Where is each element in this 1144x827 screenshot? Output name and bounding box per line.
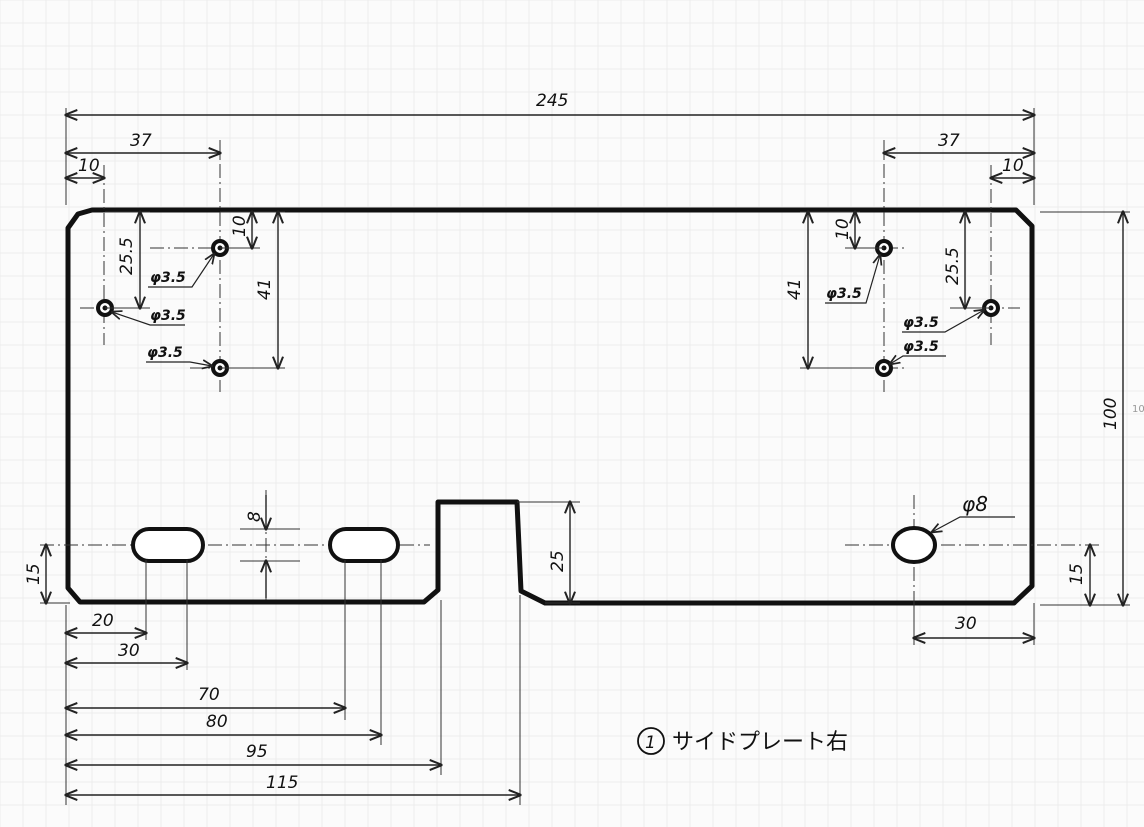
hole-leaders [112,254,1015,532]
slots [131,527,400,563]
dim-right-v-25-5: 25.5 [943,247,963,285]
dim-left-37: 37 [130,131,152,151]
dim-bottom-20: 20 [92,611,114,631]
hole-label-right-lower: φ3.5 [903,339,939,355]
dimension-lines [46,115,1123,795]
hole-label-right-upper: φ3.5 [826,286,862,302]
hole-label-right-middle: φ3.5 [903,315,939,331]
hole-large [891,526,937,564]
dim-right-37: 37 [938,131,960,151]
dimension-values: 245 37 10 37 10 25.5 10 41 41 10 25.5 10… [24,91,1121,793]
dim-left-v-10: 10 [230,215,250,237]
dim-left-10: 10 [78,156,100,176]
dim-left-15: 15 [24,563,44,585]
part-title: 1 サイドプレート右 [637,727,848,755]
part-name: サイドプレート右 [672,730,848,755]
slot-right [328,527,400,563]
dim-notch-25: 25 [548,550,568,572]
slot-left [131,527,205,563]
dim-bottom-80: 80 [206,712,228,732]
hole-label-left-middle: φ3.5 [150,308,186,324]
hole-callouts: φ3.5 φ3.5 φ3.5 φ3.5 φ3.5 φ3.5 φ8 [147,270,988,516]
hole-label-left-lower: φ3.5 [147,345,183,361]
part-number: 1 [645,733,656,753]
dim-height-100: 100 [1101,398,1121,430]
dim-left-v-41: 41 [255,278,275,300]
dim-bottom-95: 95 [246,742,268,762]
dim-bottom-70: 70 [198,685,220,705]
dim-right-v-41: 41 [785,278,805,300]
mounting-holes [96,239,1000,564]
hole-label-left-upper: φ3.5 [150,270,186,286]
dim-right-30: 30 [955,614,977,634]
dim-left-v-25-5: 25.5 [117,237,137,275]
dim-slot-width-8: 8 [245,511,265,522]
plate-outline [65,207,1035,606]
dim-bottom-115: 115 [266,773,298,793]
dim-overall-width: 245 [536,91,568,111]
margin-mark: 10 [1132,404,1144,415]
dim-right-15: 15 [1067,563,1087,585]
hole-label-large: φ8 [962,492,988,516]
dim-right-10: 10 [1002,156,1024,176]
dim-right-v-10: 10 [833,218,853,240]
dim-bottom-30: 30 [118,641,140,661]
